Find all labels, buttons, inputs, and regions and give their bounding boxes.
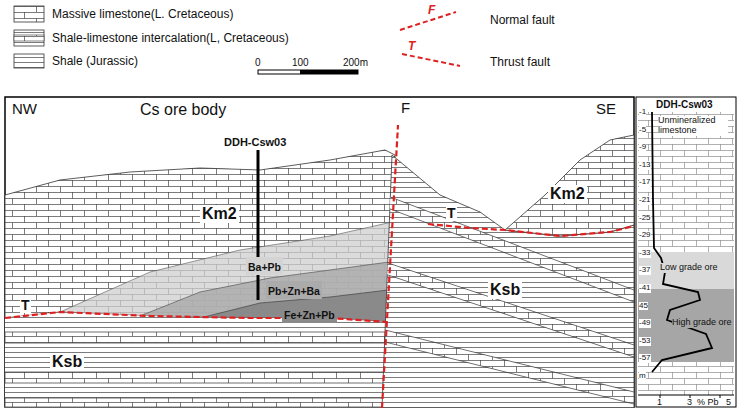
direction-label: NW	[12, 101, 37, 118]
fault-label: T	[20, 298, 31, 313]
unit-label: Ksb	[488, 281, 522, 299]
fault-symbol: F	[428, 4, 435, 17]
legend-label: Shale (Jurassic)	[52, 55, 138, 68]
depth-label: -21	[639, 196, 651, 205]
legend-label: Thrust fault	[490, 56, 550, 69]
section-title: Cs ore body	[140, 101, 226, 119]
ore-label: Pb+Zn+Ba	[268, 285, 320, 297]
axis-label: 1	[657, 398, 662, 408]
fault-label: F	[401, 100, 410, 117]
ore-zone: Fe+Zn+Pb	[282, 305, 337, 323]
zone-label: High grade ore	[672, 318, 732, 328]
depth-label: -33	[639, 249, 651, 258]
zone-label: Unmineralized limestone	[658, 116, 728, 136]
ore-zone: Pb+Zn+Ba	[266, 281, 322, 299]
depth-label: 45	[639, 302, 648, 311]
depth-label: m	[639, 372, 646, 381]
unit-label: Km2	[548, 185, 587, 203]
depth-label: -5	[639, 126, 646, 135]
column-title: DDH-Csw03	[656, 99, 713, 110]
axis-label: 5	[726, 398, 731, 408]
depth-label: -37	[639, 266, 651, 275]
depth-label: -17	[639, 178, 651, 187]
ore-label: Fe+Zn+Pb	[284, 309, 335, 321]
depth-label: -1	[639, 108, 646, 117]
depth-label: -9	[639, 143, 646, 152]
depth-label: -29	[639, 231, 651, 240]
legend-label: Shale-limestone intercalation(L, Cretace…	[52, 32, 289, 45]
unit-label: Ksb	[50, 353, 84, 371]
unit-label: Km2	[200, 205, 239, 223]
ore-zone: Ba+Pb	[246, 257, 283, 275]
legend-label: Normal fault	[490, 14, 555, 27]
depth-label: -41	[639, 284, 651, 293]
axis-label: % Pb	[697, 398, 719, 408]
drillhole-label: DDH-Csw03	[224, 136, 286, 148]
scale-label: 200m	[343, 57, 368, 68]
scale-label: 0	[255, 57, 261, 68]
depth-label: -13	[639, 161, 651, 170]
depth-label: -25	[639, 214, 651, 223]
fault-symbol: T	[408, 40, 415, 53]
depth-label: -49	[639, 319, 651, 328]
depth-label: -53	[639, 337, 651, 346]
zone-label: Low grade ore	[660, 263, 718, 273]
scale-label: 100	[292, 57, 309, 68]
ore-label: Ba+Pb	[248, 261, 281, 273]
axis-label: 3	[687, 398, 692, 408]
depth-label: -57	[639, 354, 651, 363]
fault-label: T	[446, 206, 457, 221]
direction-label: SE	[596, 101, 616, 118]
legend-label: Massive limestone(L. Cretaceous)	[52, 8, 233, 21]
